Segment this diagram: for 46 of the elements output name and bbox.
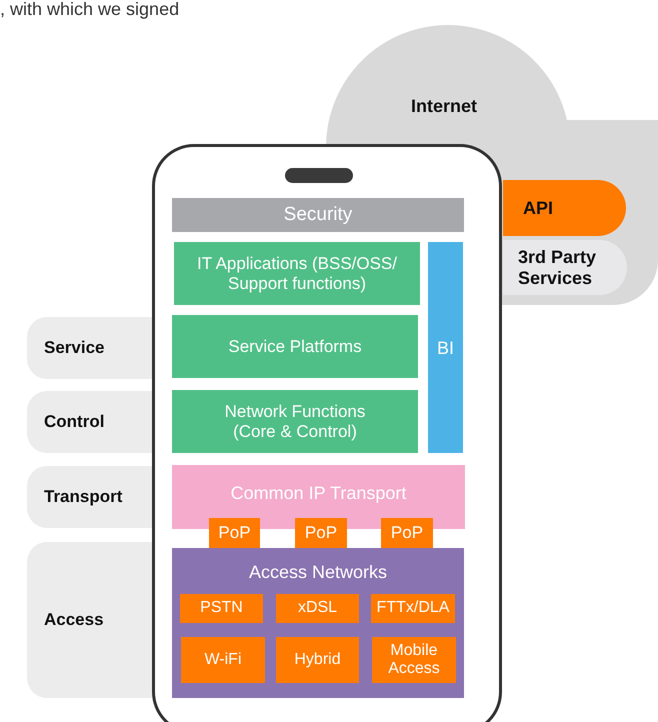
access-tech-box — [372, 637, 456, 683]
layer-tab — [27, 542, 152, 698]
access-tech-box — [371, 594, 455, 623]
pop-box — [381, 518, 433, 548]
layer-bar — [428, 242, 463, 453]
tab-label: Control — [44, 412, 104, 432]
tab-label: Transport — [44, 487, 122, 507]
layer-bar — [172, 390, 418, 453]
service-tab — [503, 240, 627, 295]
tech-label: xDSL — [298, 599, 338, 618]
pop-label: PoP — [218, 523, 251, 543]
api-tab — [503, 180, 626, 236]
layer-tab — [27, 317, 152, 379]
layer-label: BI — [436, 338, 454, 359]
pop-box — [295, 518, 347, 548]
tech-label: PSTN — [200, 599, 243, 618]
layer-label: IT Applications (BSS/OSS/ Support functions) — [196, 254, 398, 294]
layer-label: Common IP Transport — [230, 483, 406, 504]
layer-label: Service Platforms — [228, 336, 362, 356]
tab-label: 3rd Party Services — [518, 246, 598, 288]
layer-label: Access Networks — [248, 562, 388, 583]
phone-outline — [152, 144, 502, 722]
text-fragment: , with which we signed — [0, 0, 180, 20]
layer-tab — [27, 391, 152, 453]
layer-bar — [172, 315, 418, 378]
layer-tab — [27, 466, 152, 528]
tech-label: Mobile Access — [387, 642, 441, 678]
layer-label: Network Functions (Core & Control) — [224, 402, 366, 442]
tech-label: Hybrid — [294, 650, 341, 670]
pop-box — [209, 518, 260, 548]
layer-bar — [172, 198, 464, 232]
layer-bar — [172, 548, 464, 698]
tab-label: Access — [44, 610, 104, 630]
tab-label: API — [523, 198, 554, 218]
access-tech-box — [276, 594, 359, 623]
access-tech-box — [181, 637, 265, 683]
layer-label: Security — [284, 204, 352, 226]
tab-label: Service — [44, 338, 104, 358]
tech-label: FTTx/DLA — [376, 599, 450, 618]
access-tech-box — [180, 594, 263, 623]
cloud-label: Internet — [410, 96, 477, 117]
tech-label: W-iFi — [204, 650, 242, 670]
pop-label: PoP — [304, 523, 338, 543]
layer-bar — [174, 242, 420, 305]
pop-label: PoP — [390, 523, 424, 543]
access-tech-box — [276, 637, 359, 683]
